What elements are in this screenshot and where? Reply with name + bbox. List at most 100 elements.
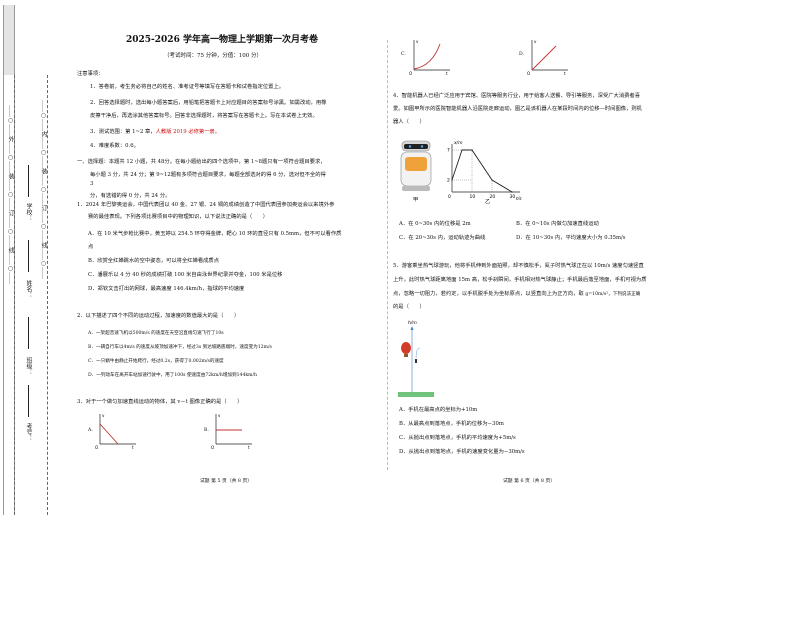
note-2-cont: 皮擦干净后，再选涂其他答案标号。回答非选择题时，将答案写在答题卡上。写在本试卷上…	[90, 113, 318, 119]
class-blank	[28, 317, 29, 349]
note-3-scope: 人教版 2019 必修第一册。	[155, 129, 221, 135]
caption-jia: 甲	[413, 197, 419, 203]
footer-right: 试题 第 6 页（共 8 页）	[503, 479, 556, 484]
xt-point-0	[451, 179, 453, 181]
q3-graph-d: v t O	[527, 39, 568, 76]
xt-xtick-1: 10	[470, 194, 476, 200]
q3-label-b: B.	[204, 428, 209, 433]
school-blank	[28, 165, 29, 197]
balloon-basket	[404, 354, 408, 357]
xt-point-1	[461, 149, 463, 151]
q3a-graph-line	[99, 423, 119, 445]
q3d-origin: O	[527, 71, 530, 76]
xt-xtick-3: 30	[510, 194, 516, 200]
q5-option-a: A．手机在最高点的坐标为+10m	[399, 407, 478, 413]
name-blank	[28, 240, 29, 272]
label-class: 班级：	[25, 357, 32, 375]
q5-stem-2: 上升，此时热气球距离地面 15m 高，松手刹瞬间，手机相对热气球静止；手机最后落…	[393, 277, 647, 283]
q4-option-b: B．在 0~10s 内做匀加速直线运动	[516, 221, 599, 227]
q3a-t-label: t	[132, 445, 134, 450]
phone-icon	[415, 359, 417, 363]
q4-stem-2: 爱。如图甲所示的医院智能机器人沿医院走廊运动，图乙是该机器人在某段时间内的位移—…	[393, 106, 642, 112]
q3c-t-label: t	[446, 71, 448, 76]
inner-cut-text: ……○……内……○……装……○……订……○……线……○……	[40, 100, 47, 279]
notes-title: 注意事项：	[77, 71, 104, 77]
xt-xtick-2: 20	[490, 194, 496, 200]
q5-g-value: g=10m/s²，下列说法正确	[585, 292, 641, 297]
q3-graph-b: v t O	[211, 413, 252, 450]
q5-stem-end: 的是（ ）	[393, 304, 425, 310]
q3c-graph-curve	[413, 43, 441, 70]
xt-point-2	[471, 149, 473, 151]
xt-point-4	[511, 191, 513, 193]
note-3: 3．测试范围：第 1~2 章，人教版 2019 必修第一册。	[90, 129, 220, 136]
inner-cut-line	[47, 75, 48, 515]
q3a-v-label: v	[102, 413, 105, 418]
q1-option-a: A．在 10 米气步枪比赛中，黄玉婷以 254.5 环夺得金牌，靶心 10 环的…	[88, 231, 342, 237]
exam-number-blank	[28, 385, 29, 417]
note-4: 4．难度系数：0.6。	[90, 143, 139, 149]
q3d-v-label: v	[534, 39, 537, 44]
q5-stem-3-text: 点，忽略一切阻力，若约定，以手机脱手处为坐标原点，以竖直向上为正方向，取	[393, 291, 584, 297]
q3-stem: 3．对于一个做匀加速直线运动的物体，其 v－t 图像正确的是（ ）	[77, 399, 243, 405]
q5-h-axis-label: h/m	[408, 320, 417, 326]
footer-left: 试题 第 5 页（共 8 页）	[200, 479, 253, 484]
q4-option-c: C．在 20~30s 内，运动轨迹为曲线	[399, 235, 486, 241]
label-name: 姓名：	[25, 280, 32, 298]
q1-option-b: B．欣赏全红婵跳水的空中姿态，可以将全红婵看成质点	[88, 258, 220, 264]
q5-axis-arrow	[410, 326, 414, 330]
label-school: 学校：	[25, 203, 32, 221]
q5-option-b: B．从最高点到落地点，手机的位移为−30m	[399, 421, 504, 427]
q4-stem-1: 4．智能机器人已经广泛应用于宾馆、医院等服务行业，用于给客人送餐、导引等服务，深…	[393, 93, 641, 99]
q3-graph-c: v t O	[409, 39, 450, 76]
q5-balloon-figure: h/m	[398, 320, 434, 397]
xt-ylabel: x/m	[453, 140, 463, 146]
binding-strip: ……○……外……○……装……○……订……○……线……○…… ……○……内……○……	[3, 5, 53, 515]
q5-stem-1: 5．游客乘坐热气球游玩，他将手机伸到外面拍照，却不慎松手，氦子时热气球正在以 1…	[393, 263, 644, 269]
q3c-v-label: v	[416, 39, 419, 44]
robot-image	[400, 140, 432, 191]
outer-cut-line	[14, 75, 15, 515]
q3b-origin: O	[211, 445, 214, 450]
q2-option-b: B．一辆自行车以4m/s 的速度从坡顶加速冲下，经过3s 到达坡路底端时，速度变…	[88, 345, 272, 350]
phone-trajectory	[415, 347, 421, 359]
xt-ytick-1: 2	[447, 178, 450, 184]
q1-stem-2: 赛的最佳表现。下列各项比赛项目中的物理知识，以下说法正确的是（ ）	[88, 214, 269, 220]
q2-option-a: A．一架超音速飞机以500m/s 的速度在天空沿直线匀速飞行了10s	[88, 331, 224, 336]
note-2: 2．回答选择题时，选出每小题答案后，用铅笔把答题卡上对应题目的答案标号涂黑。如需…	[90, 100, 327, 106]
xt-series-line	[451, 149, 513, 193]
xt-point-3	[491, 179, 493, 181]
q1-stem-1: 1．2024 年巴黎奥运会，中国代表团以 40 金、27 银、24 铜的成绩创造…	[77, 202, 335, 208]
section1-line3: 3	[90, 181, 94, 187]
q1-option-c: C．潘展乐以 4 分 40 秒的成绩打破 100 米自由泳世界纪录并夺金，100…	[88, 272, 283, 278]
q2-stem: 2．以下描述了四个不同的运动过程，加速度的数值最大的是（ ）	[77, 313, 240, 319]
q3b-t-label: t	[248, 445, 250, 450]
exam-title: 2025-2026 学年高一物理上学期第一次月考卷	[126, 35, 318, 45]
xt-xlabel: t/s	[516, 196, 522, 200]
q5-option-d: D．从抛出点到落地点，手机的速度变化量为−30m/s	[399, 449, 525, 455]
xt-xtick-0: 0	[448, 194, 451, 200]
section1-line2: 每小题 3 分，共 24 分；第 9~12题有多项符合题目要求，每题全部选对的得…	[90, 172, 326, 178]
note-1: 1．答卷前，考生务必将自己的姓名、准考证号等填写在答题卡和试卷指定位置上。	[90, 84, 285, 90]
q5-stem-3: 点，忽略一切阻力，若约定，以手机脱手处为坐标原点，以竖直向上为正方向，取 g=1…	[393, 291, 640, 298]
q4-stem-3: 器人（ ）	[393, 119, 425, 125]
balloon-icon	[401, 342, 411, 354]
label-exam-number: 考号：	[25, 423, 32, 441]
xt-ytick-0: 7	[447, 148, 450, 154]
q2-option-d: D．一列动车在离开车站加速行驶中，用了100s 使速度由72km/h增加到144…	[88, 373, 258, 378]
q1-option-a-cont: 点	[88, 244, 94, 250]
binding-shade	[3, 5, 14, 75]
exam-info: （考试时间：75 分钟，分值：100 分）	[164, 53, 262, 59]
q3b-v-label: v	[218, 413, 221, 418]
q3d-t-label: t	[564, 71, 566, 76]
ground	[398, 392, 434, 397]
q1-option-d: D．郑钦文击打出的网球，最高速度 146.4km/h，指球的平均速度	[88, 286, 245, 292]
q4-option-d: D．在 10~30s 内，平均速度大小为 0.35m/s	[516, 235, 626, 241]
outer-cut-text: ……○……外……○……装……○……订……○……线……○……	[7, 105, 14, 284]
q2-option-c: C．一只蜗牛由静止开始爬行，经过0.2s，获得了0.002m/s的速度	[88, 359, 224, 364]
q5-option-c: C．从抛出点到落地点，手机的平均速度为+5m/s	[399, 435, 516, 441]
column-separator	[387, 40, 388, 470]
q3-label-a: A.	[88, 428, 93, 433]
q3a-origin: O	[95, 445, 98, 450]
